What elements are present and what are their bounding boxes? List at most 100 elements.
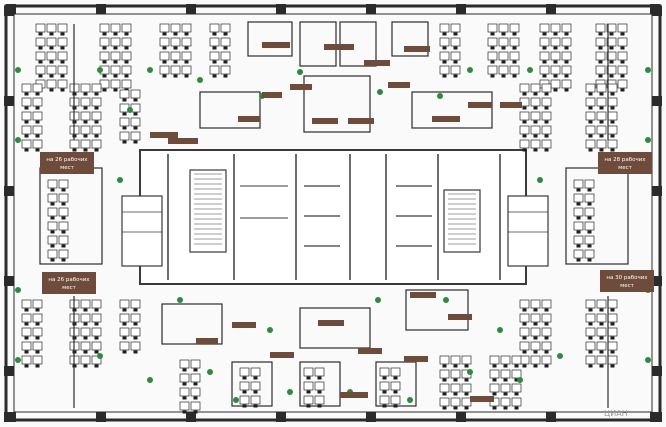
desk <box>519 313 530 323</box>
chair <box>24 148 29 152</box>
chair <box>242 404 247 408</box>
desk <box>314 381 325 391</box>
desk <box>519 327 530 337</box>
desk <box>606 37 617 47</box>
desk <box>509 23 520 33</box>
chair <box>83 350 88 354</box>
desk <box>47 249 58 259</box>
desk <box>32 83 43 93</box>
desk <box>450 23 461 33</box>
desk <box>530 111 541 121</box>
chair <box>620 88 625 92</box>
chair <box>533 308 538 312</box>
chair <box>587 216 592 220</box>
room-label-plate <box>290 84 312 90</box>
chair <box>35 308 40 312</box>
stair-left <box>189 169 227 253</box>
desk <box>584 207 595 217</box>
chair <box>533 120 538 124</box>
desk <box>58 249 69 259</box>
desk <box>250 367 261 377</box>
desk <box>541 327 552 337</box>
chair <box>35 148 40 152</box>
desk <box>119 117 130 127</box>
zone-label-line-1: на 26 рабочих <box>48 277 90 283</box>
desk <box>585 355 596 365</box>
chair <box>514 392 519 396</box>
chair <box>587 188 592 192</box>
chair <box>122 308 127 312</box>
room-label-plate <box>364 60 390 66</box>
desk <box>530 327 541 337</box>
chair <box>610 322 615 326</box>
chair <box>610 120 615 124</box>
desk <box>509 37 520 47</box>
desk <box>596 355 607 365</box>
desk <box>303 367 314 377</box>
zone-label-west-lower: на 26 рабочих мест <box>42 272 96 294</box>
desk <box>584 235 595 245</box>
chair <box>522 336 527 340</box>
chair <box>102 74 107 78</box>
chair <box>609 74 614 78</box>
chair <box>94 92 99 96</box>
chair <box>492 364 497 368</box>
chair <box>503 378 508 382</box>
chair <box>38 32 43 36</box>
zone-label-line-2: мест <box>62 285 77 291</box>
plant <box>267 327 273 333</box>
plant <box>557 353 563 359</box>
desk <box>159 23 170 33</box>
chair <box>442 378 447 382</box>
desk <box>99 37 110 47</box>
desk <box>35 23 46 33</box>
chair <box>317 404 322 408</box>
desk <box>550 65 561 75</box>
chair <box>193 410 198 414</box>
desk <box>596 111 607 121</box>
desk <box>32 97 43 107</box>
chair <box>162 46 167 50</box>
desk <box>596 299 607 309</box>
room-label-plate <box>388 82 410 88</box>
chair <box>122 126 127 130</box>
desk <box>209 65 220 75</box>
plant <box>15 137 21 143</box>
chair <box>94 120 99 124</box>
column <box>276 412 286 422</box>
chair <box>133 350 138 354</box>
chair <box>242 390 247 394</box>
column <box>652 96 662 106</box>
room-label-plate <box>262 92 282 98</box>
plant <box>297 69 303 75</box>
desk <box>541 139 552 149</box>
desk <box>596 313 607 323</box>
desk <box>541 111 552 121</box>
desk <box>91 355 102 365</box>
chair <box>512 32 517 36</box>
room-label-plate <box>324 44 354 50</box>
chair <box>49 60 54 64</box>
chair <box>598 74 603 78</box>
chair <box>113 32 118 36</box>
chair <box>182 382 187 386</box>
desk <box>119 89 130 99</box>
chair <box>503 406 508 410</box>
desk <box>541 97 552 107</box>
desk <box>47 179 58 189</box>
desk <box>35 65 46 75</box>
zone-label-east-lower: на 30 рабочих мест <box>600 270 654 292</box>
plant <box>443 297 449 303</box>
desk <box>390 381 401 391</box>
chair <box>453 378 458 382</box>
chair <box>102 60 107 64</box>
chair <box>588 336 593 340</box>
desk <box>498 23 509 33</box>
desk <box>209 37 220 47</box>
chair <box>317 376 322 380</box>
plant <box>407 397 413 403</box>
column <box>4 412 14 422</box>
plant <box>287 389 293 395</box>
chair <box>588 364 593 368</box>
desk <box>511 383 522 393</box>
